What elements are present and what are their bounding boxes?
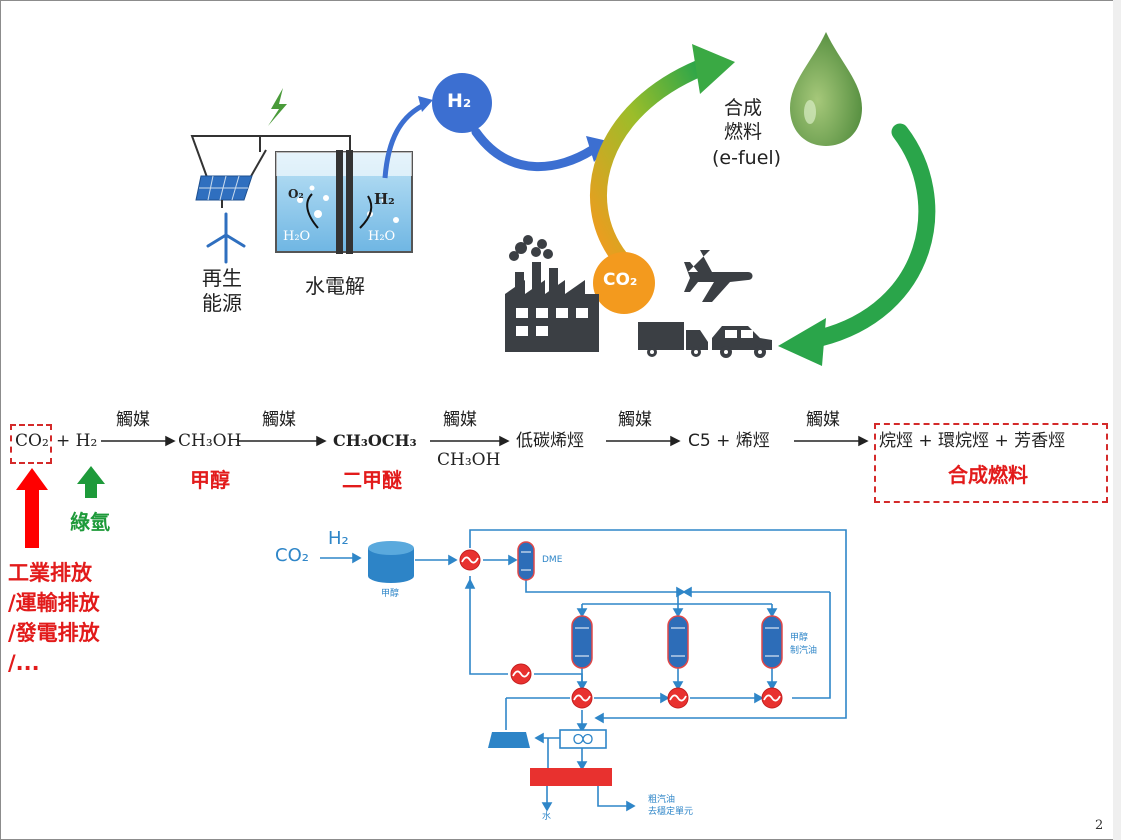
arrow-to-h2 bbox=[382, 101, 428, 179]
catalyst-5: 觸媒 bbox=[806, 410, 840, 430]
below-arrow-methanol: CH₃OH bbox=[437, 450, 501, 470]
c5-olefins: C5 + 烯烴 bbox=[688, 431, 770, 451]
green-up-arrow-icon bbox=[77, 466, 105, 498]
source-other: /... bbox=[8, 651, 40, 675]
separator-icon bbox=[559, 729, 607, 749]
source-industrial: 工業排放 bbox=[8, 561, 92, 585]
reactant-h2: + H₂ bbox=[56, 431, 98, 451]
catalyst-2: 觸媒 bbox=[262, 410, 296, 430]
tank-o2-label: O₂ bbox=[288, 187, 304, 201]
process-co2: CO₂ bbox=[275, 545, 309, 566]
catalyst-3: 觸媒 bbox=[443, 410, 477, 430]
tank-h2-label: H₂ bbox=[374, 190, 395, 208]
cycle-arc-down bbox=[811, 123, 936, 347]
dme-label: 二甲醚 bbox=[342, 468, 402, 492]
methanol-tank-label: 甲醇 bbox=[381, 589, 400, 599]
process-h2: H₂ bbox=[328, 528, 349, 549]
mtg-label-2: 制汽油 bbox=[790, 646, 818, 656]
electrolysis-tank-icon bbox=[275, 150, 413, 254]
factory-icon bbox=[505, 235, 599, 352]
power-wire bbox=[190, 135, 351, 181]
olefins: 低碳烯烴 bbox=[516, 431, 584, 451]
dme-reactor-label: DME bbox=[542, 555, 563, 565]
synthetic-fuel-label: 合成燃料 bbox=[948, 463, 1028, 487]
dme-formula: CH₃OCH₃ bbox=[333, 431, 417, 450]
h2-bubble-label: H₂ bbox=[447, 90, 472, 112]
renewable-label-2: 能源 bbox=[202, 291, 242, 315]
solar-panel-icon bbox=[195, 175, 253, 208]
efuel-label-1: 合成 bbox=[724, 97, 763, 119]
page-number: 2 bbox=[1095, 818, 1104, 833]
co2-highlight-box bbox=[10, 424, 52, 464]
cycle-arc-up bbox=[590, 59, 709, 267]
truck-icon bbox=[638, 322, 708, 357]
methanol-tank-icon bbox=[368, 541, 414, 583]
scrollbar-track[interactable] bbox=[1113, 0, 1121, 840]
tank-h2o-right: H₂O bbox=[368, 229, 396, 244]
electrolysis-label: 水電解 bbox=[305, 274, 365, 298]
efuel-label-3: (e-fuel) bbox=[712, 147, 782, 169]
fuel-drop-icon bbox=[790, 32, 862, 146]
source-power: /發電排放 bbox=[8, 621, 100, 645]
red-up-arrow-icon bbox=[16, 468, 48, 548]
tank-h2o-left: H₂O bbox=[283, 229, 311, 244]
lightning-icon bbox=[268, 88, 287, 126]
methanol-label: 甲醇 bbox=[190, 468, 230, 492]
efuel-label-2: 燃料 bbox=[724, 121, 763, 143]
crude-label-2: 去穩定單元 bbox=[648, 807, 694, 817]
wind-turbine-icon bbox=[206, 212, 246, 264]
catalyst-1: 觸媒 bbox=[116, 410, 150, 430]
mtg-label-1: 甲醇 bbox=[790, 633, 809, 643]
source-transport: /運輸排放 bbox=[8, 591, 100, 615]
methanol-formula: CH₃OH bbox=[178, 431, 242, 451]
h2-bubble bbox=[432, 73, 492, 133]
emission-sources: 工業排放 /運輸排放 /發電排放 /... bbox=[8, 558, 100, 678]
crude-label-1: 粗汽油 bbox=[648, 795, 676, 805]
process-flow bbox=[320, 529, 847, 812]
water-label: 水 bbox=[542, 812, 552, 822]
settler-icon bbox=[530, 768, 612, 786]
car-icon bbox=[712, 326, 772, 358]
compressor-icon bbox=[488, 732, 530, 748]
heat-exchanger-icons bbox=[459, 549, 783, 709]
final-products: 烷烴 + 環烷烴 + 芳香烴 bbox=[879, 431, 1066, 451]
arrow-h2-to-cycle bbox=[471, 127, 597, 172]
synthetic-fuel-box bbox=[874, 423, 1108, 503]
green-hydrogen-label: 綠氫 bbox=[70, 510, 110, 534]
reaction-arrows bbox=[101, 435, 869, 447]
reactor-stripes bbox=[521, 551, 779, 657]
co2-bubble-label: CO₂ bbox=[603, 270, 638, 290]
renewable-label-1: 再生 bbox=[202, 266, 242, 290]
catalyst-4: 觸媒 bbox=[618, 410, 652, 430]
reactant-co2: CO₂ bbox=[15, 431, 49, 451]
co2-bubble bbox=[593, 252, 655, 314]
airplane-icon bbox=[684, 250, 753, 302]
